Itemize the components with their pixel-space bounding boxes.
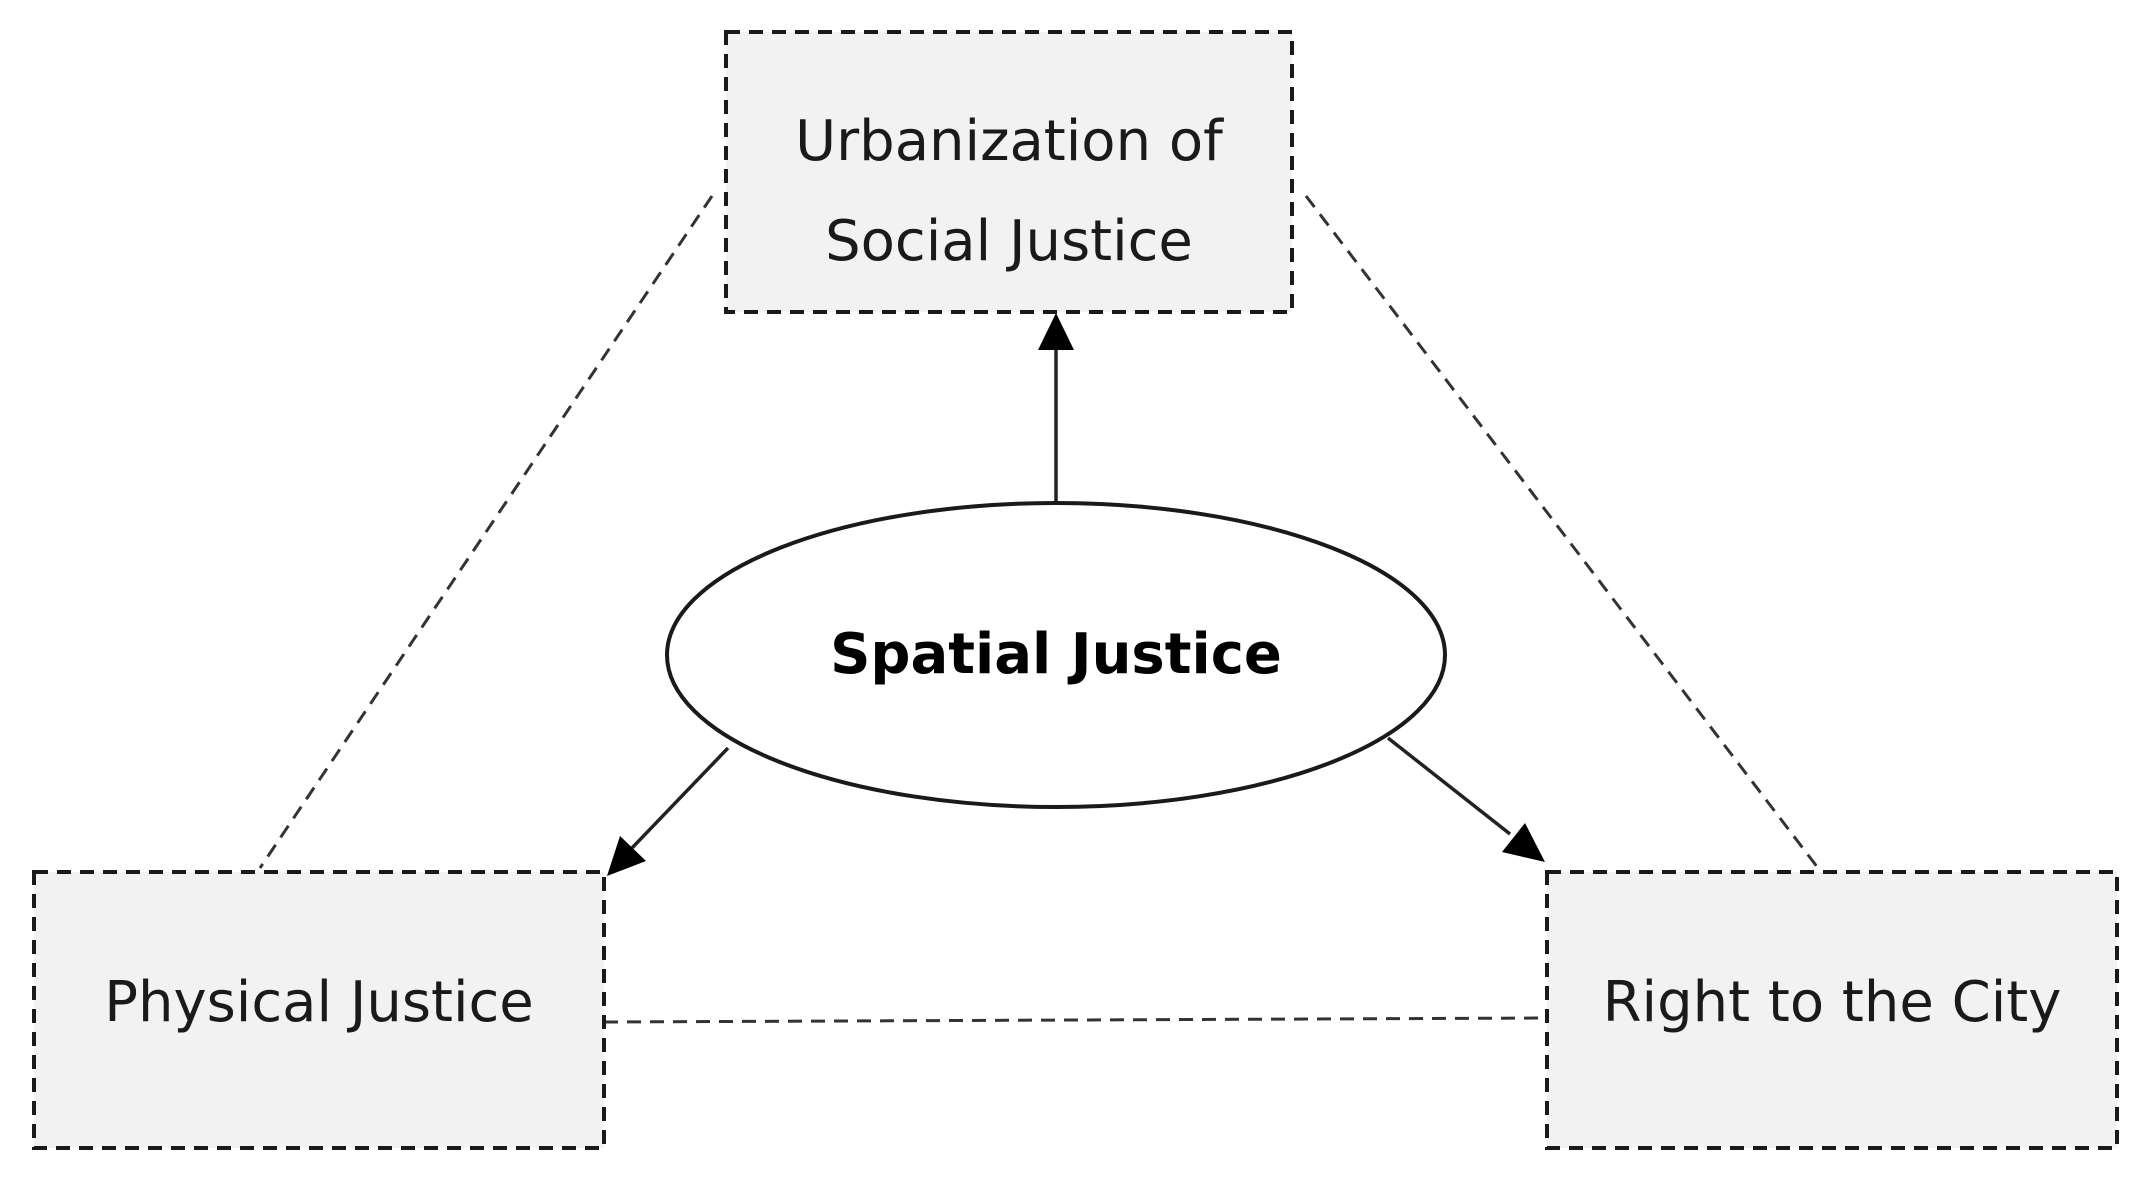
center-label: Spatial Justice [830, 622, 1282, 687]
node-box-left [32, 870, 606, 1150]
arrow-to-right [1386, 736, 1545, 862]
node-physical-justice: Physical Justice [32, 870, 606, 1150]
node-right-label: Right to the City [1603, 970, 2062, 1035]
node-spatial-justice: Spatial Justice [665, 501, 1447, 809]
dashed-link-top-right [1304, 195, 1820, 869]
arrow-head-top [1038, 313, 1074, 350]
center-ellipse [665, 501, 1447, 809]
arrow-line-left [630, 746, 730, 850]
node-left-label: Physical Justice [104, 970, 534, 1035]
node-top-line1: Urbanization of [795, 109, 1224, 174]
dashed-link-top-left [258, 195, 714, 869]
arrow-to-left [607, 746, 730, 876]
node-top-line2: Social Justice [825, 209, 1193, 274]
arrow-line-right [1386, 736, 1512, 836]
dashed-link-left-right [603, 1016, 1548, 1024]
node-box-top [724, 30, 1294, 314]
node-urbanization-of-social-justice: Urbanization of Social Justice [724, 30, 1294, 314]
node-right-to-the-city: Right to the City [1545, 870, 2119, 1150]
node-box-right [1545, 870, 2119, 1150]
arrow-head-right [1502, 823, 1545, 862]
arrow-head-left [607, 836, 646, 876]
arrow-to-top [1038, 313, 1074, 502]
